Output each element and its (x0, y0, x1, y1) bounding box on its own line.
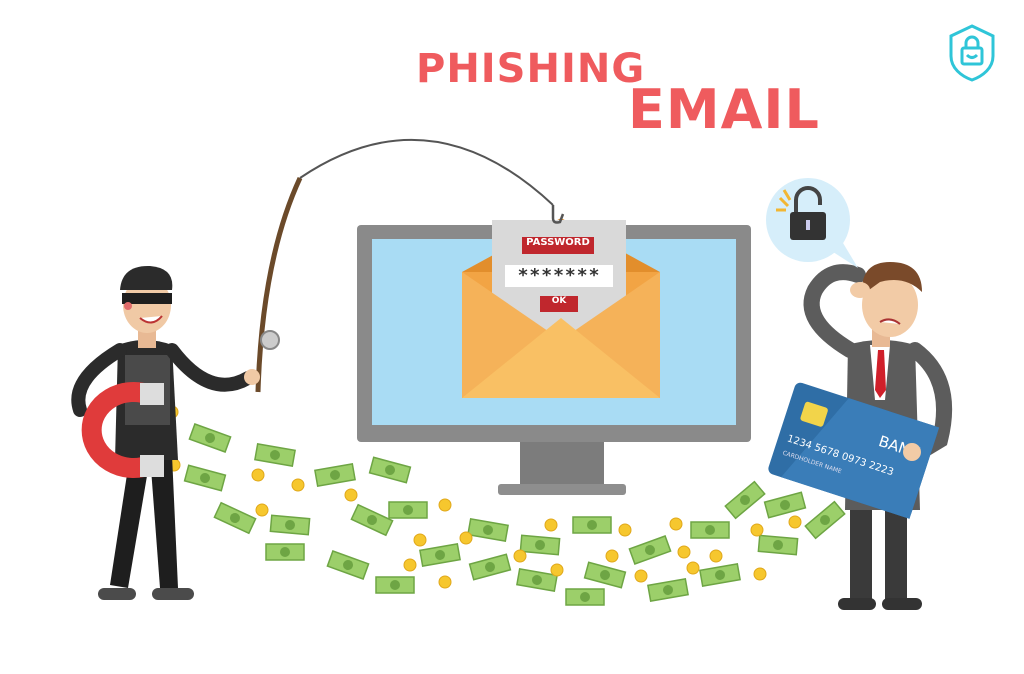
dollar-bill-icon (188, 423, 232, 453)
ok-button-bg (540, 296, 578, 312)
dollar-bill-icon (183, 464, 227, 492)
coin-icon (459, 531, 473, 545)
dollar-bill-icon (326, 550, 370, 580)
coin-icon (513, 549, 527, 563)
coin-icon (677, 545, 691, 559)
password-label-bg (522, 237, 594, 254)
dollar-bill-icon (583, 561, 627, 589)
dollar-bill-icon (350, 503, 394, 537)
title-email: EMAIL (628, 78, 820, 141)
coin-icon (438, 575, 452, 589)
dollar-bill-icon (516, 567, 558, 593)
shield-lock-icon (949, 24, 995, 82)
coin-icon (291, 478, 305, 492)
envelope-icon (462, 218, 660, 398)
coin-icon (344, 488, 358, 502)
coin-icon (413, 533, 427, 547)
coin-icon (618, 523, 632, 537)
dollar-bill-icon (699, 562, 741, 588)
ok-button: OK (551, 296, 567, 306)
coin-icon (753, 567, 767, 581)
thief-character (71, 265, 260, 600)
dollar-bill-icon (467, 517, 509, 543)
dollar-bill-icon (690, 521, 730, 539)
dollar-bill-icon (647, 577, 689, 603)
unlocked-padlock-icon (776, 186, 826, 240)
magnet-icon (81, 382, 164, 478)
fishing-hook-icon (551, 205, 565, 224)
dollar-bill-icon (375, 576, 415, 594)
dollar-bill-icon (419, 542, 461, 568)
thought-bubble (766, 178, 858, 268)
coin-icon (788, 515, 802, 529)
dollar-bill-icon (213, 501, 257, 535)
coin-icon (709, 549, 723, 563)
dollar-bill-icon (368, 456, 412, 484)
fishing-rod (255, 138, 565, 393)
reel-icon (260, 330, 280, 350)
dollar-bill-icon (763, 491, 807, 519)
dollar-bill-icon (628, 535, 672, 565)
scattered-money (165, 405, 846, 606)
password-label: PASSWORD (526, 237, 590, 248)
dollar-bill-icon (565, 588, 605, 606)
coin-icon (403, 558, 417, 572)
coin-icon (251, 468, 265, 482)
dollar-bill-icon (804, 500, 846, 540)
coin-icon (544, 518, 558, 532)
dollar-bill-icon (757, 534, 799, 556)
dollar-bill-icon (314, 462, 356, 488)
coin-icon (669, 517, 683, 531)
dollar-bill-icon (254, 442, 296, 468)
password-value: ******* (517, 265, 601, 286)
dollar-bill-icon (724, 480, 766, 520)
dollar-bill-icon (269, 514, 311, 536)
coin-icon (634, 569, 648, 583)
dollar-bill-icon (388, 501, 428, 519)
title-phishing: PHISHING (416, 46, 646, 92)
credit-card: BANK 1234 5678 0973 2223 CARDHOLDER NAME (768, 382, 940, 519)
dollar-bill-icon (468, 553, 512, 581)
card-chip-icon (800, 401, 828, 427)
dollar-bill-icon (572, 516, 612, 534)
coin-icon (438, 498, 452, 512)
coin-icon (550, 563, 564, 577)
dollar-bill-icon (265, 543, 305, 561)
coin-icon (750, 523, 764, 537)
coin-icon (255, 503, 269, 517)
coin-icon (686, 561, 700, 575)
coin-icon (605, 549, 619, 563)
dollar-bill-icon (519, 534, 561, 556)
password-field (505, 265, 613, 287)
